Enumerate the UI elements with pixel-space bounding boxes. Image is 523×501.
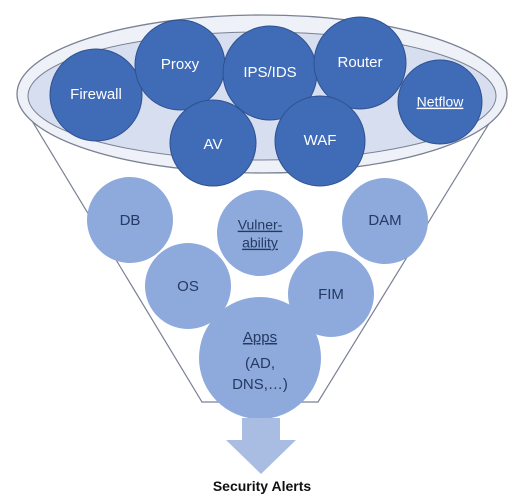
- vulnerability-node: [217, 190, 303, 276]
- dam-node: [342, 178, 428, 264]
- db-node: [87, 177, 173, 263]
- apps-node: [199, 297, 321, 419]
- os-node: [145, 243, 231, 329]
- router-node: [313, 16, 407, 110]
- firewall-node: [49, 48, 143, 142]
- down-arrow-icon: [226, 418, 296, 474]
- lower-sources: DB Vulner- ability DAM OS FIM Apps (AD, …: [87, 177, 428, 419]
- av-node: [169, 99, 257, 187]
- proxy-node: [134, 19, 226, 111]
- netflow-node: [397, 59, 483, 145]
- output-caption: Security Alerts: [213, 478, 312, 494]
- waf-node: [274, 95, 366, 187]
- fim-node: [288, 251, 374, 337]
